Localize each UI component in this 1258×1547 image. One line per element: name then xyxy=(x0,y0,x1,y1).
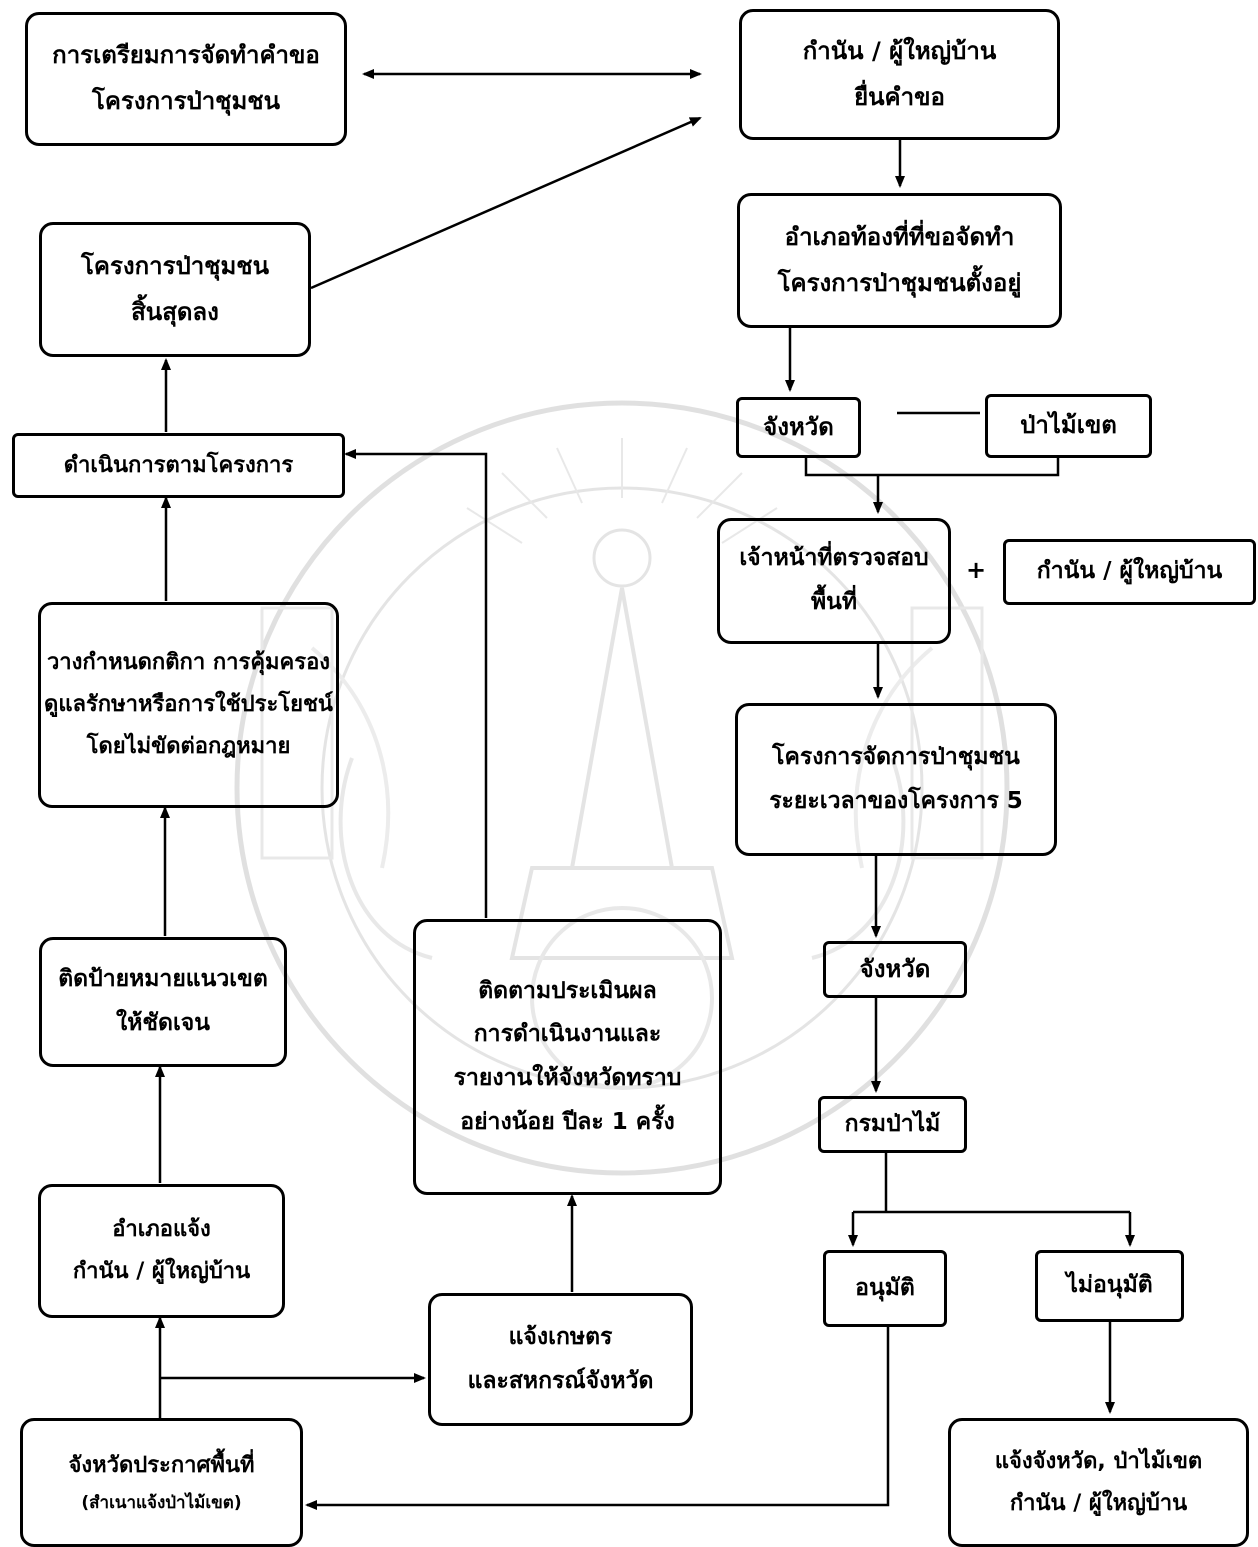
node-boundary-signs: ติดป้ายหมายแนวเขต ให้ชัดเจน xyxy=(39,937,287,1067)
edge-monitor-operate xyxy=(344,449,488,918)
edge-approved-announce xyxy=(305,1327,890,1510)
node-monitor-evaluate: ติดตามประเมินผล การดำเนินงานและ รายงานให… xyxy=(413,919,722,1195)
node-headman-submit: กำนัน / ผู้ใหญ่บ้าน ยื่นคำขอ xyxy=(739,9,1060,140)
node-province-announce: จังหวัดประกาศพื้นที่ (สำเนาแจ้งป่าไม้เขต… xyxy=(20,1418,303,1547)
node-notify-agri-coop: แจ้งเกษตร และสหกรณ์จังหวัด xyxy=(428,1293,693,1426)
node-headman-right: กำนัน / ผู้ใหญ่บ้าน xyxy=(1003,539,1256,605)
node-approved: อนุมัติ xyxy=(823,1250,947,1327)
edge-ended-headman xyxy=(310,116,702,290)
node-district-notify: อำเภอแจ้ง กำนัน / ผู้ใหญ่บ้าน xyxy=(38,1184,285,1318)
node-project-ended: โครงการป่าชุมชน สิ้นสุดลง xyxy=(39,222,311,357)
edge-merge-officer xyxy=(804,458,1060,477)
node-province-1: จังหวัด xyxy=(736,397,861,458)
node-royal-forest-dept: กรมป่าไม้ xyxy=(818,1096,967,1153)
node-operate-project: ดำเนินการตามโครงการ xyxy=(12,433,345,498)
plus-sign: + xyxy=(966,556,987,584)
node-district-office: อำเภอท้องที่ที่ขอจัดทำ โครงการป่าชุมชนตั… xyxy=(737,193,1062,328)
node-prepare-request: การเตรียมการจัดทำคำขอ โครงการป่าชุมชน xyxy=(25,12,347,146)
node-not-approved: ไม่อนุมัติ xyxy=(1035,1250,1184,1322)
node-notify-rejection: แจ้งจังหวัด, ป่าไม้เขต กำนัน / ผู้ใหญ่บ้… xyxy=(948,1418,1249,1547)
node-regional-forest: ป่าไม้เขต xyxy=(985,394,1152,458)
node-community-project: โครงการจัดการป่าชุมชน ระยะเวลาของโครงการ… xyxy=(735,703,1057,856)
node-set-rules: วางกำหนดกติกา การคุ้มครอง ดูแลรักษาหรือก… xyxy=(38,602,339,808)
node-province-2: จังหวัด xyxy=(823,941,967,998)
university-seal-watermark xyxy=(234,400,1010,1176)
seal-sunburst xyxy=(466,438,778,544)
node-officer-inspect: เจ้าหน้าที่ตรวจสอบ พื้นที่ xyxy=(717,518,951,644)
